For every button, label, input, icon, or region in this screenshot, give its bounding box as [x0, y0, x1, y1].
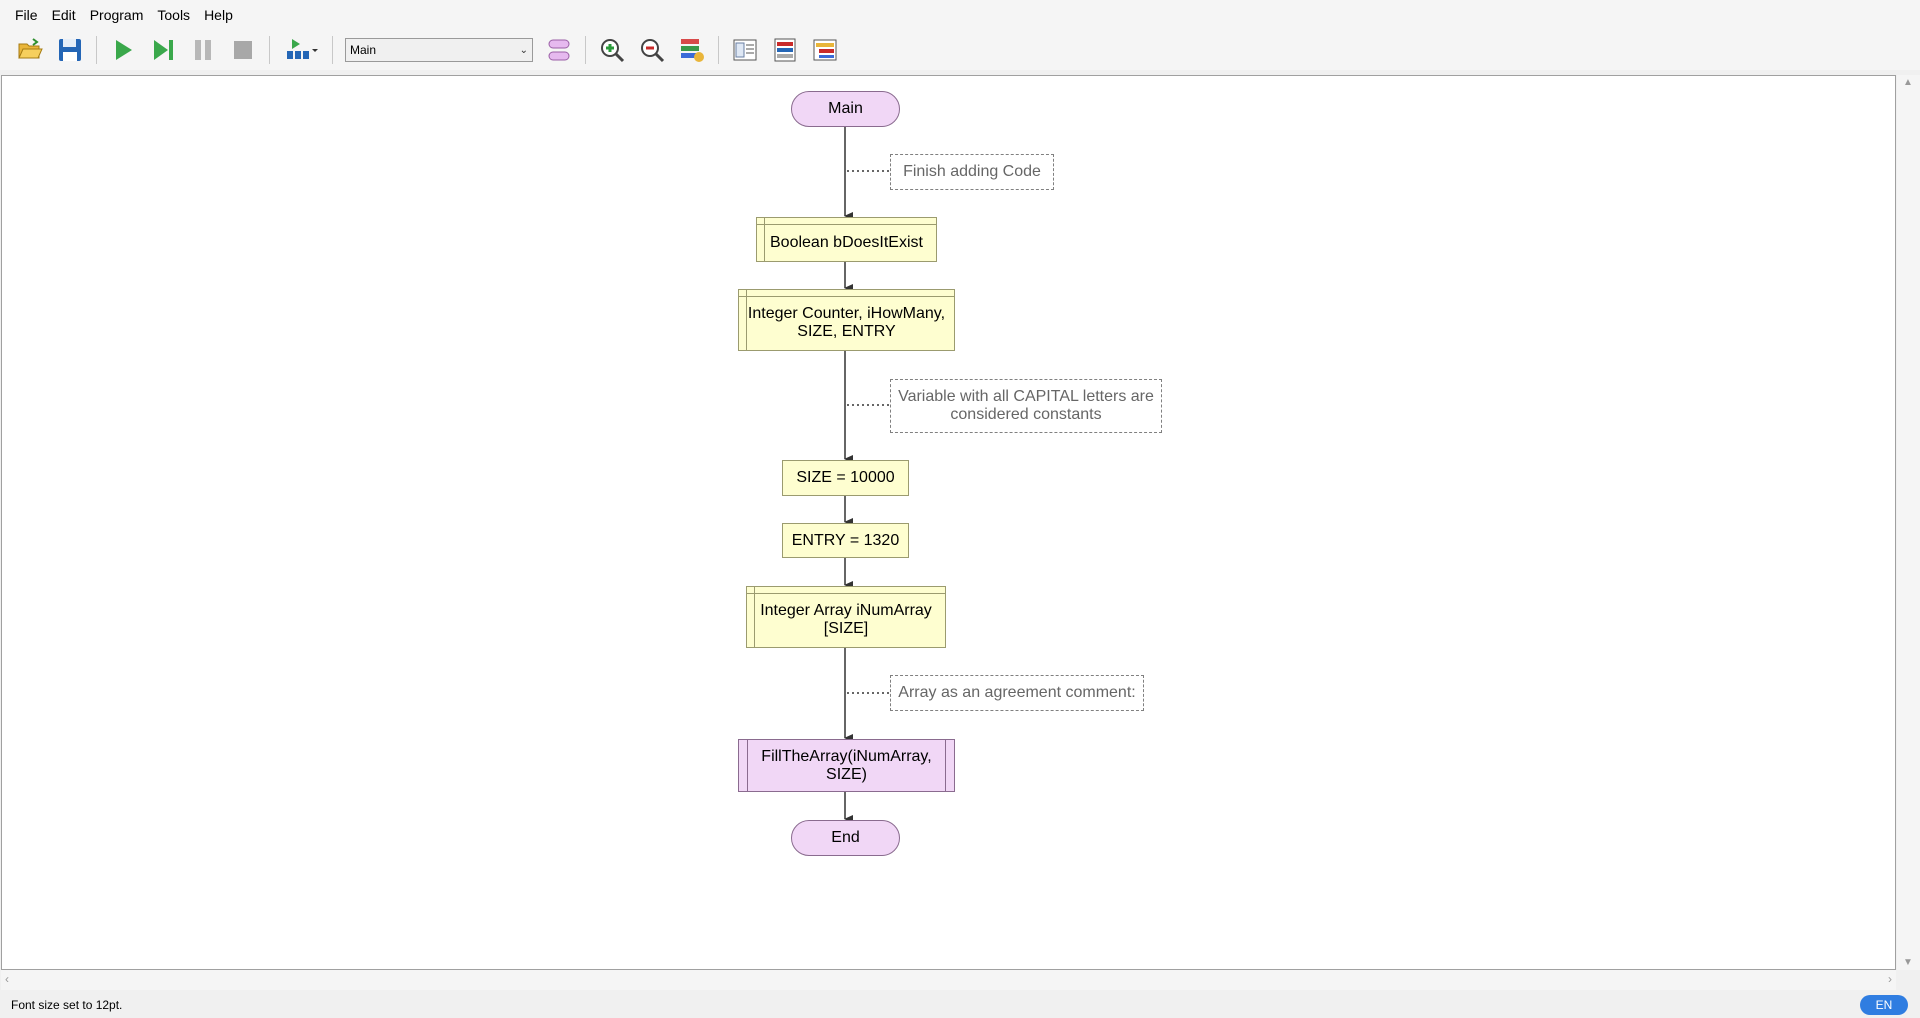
language-badge[interactable]: EN	[1860, 995, 1908, 1015]
declare-integers-line2: SIZE, ENTRY	[797, 323, 896, 340]
menu-help[interactable]: Help	[204, 7, 233, 23]
comment-finish-code[interactable]: Finish adding Code	[890, 154, 1054, 190]
status-message: Font size set to 12pt.	[11, 998, 123, 1012]
toolbar-separator	[718, 36, 719, 64]
view-flowchart-icon[interactable]	[728, 33, 762, 67]
vertical-scrollbar[interactable]: ▲ ▼	[1897, 75, 1920, 970]
zoom-in-icon[interactable]	[595, 33, 629, 67]
pause-icon[interactable]	[186, 33, 220, 67]
declare-array-line1: Integer Array iNumArray	[760, 602, 932, 619]
flowchart-connectors	[844, 127, 890, 823]
declare-boolean[interactable]: Boolean bDoesItExist	[756, 217, 937, 262]
open-folder-icon[interactable]	[13, 33, 47, 67]
view-code-icon[interactable]	[768, 33, 802, 67]
declare-integers-text: Integer Counter, iHowMany, SIZE, ENTRY	[748, 299, 945, 341]
function-select[interactable]: Main ⌄	[345, 38, 533, 62]
scroll-left-icon[interactable]: ‹	[5, 972, 9, 986]
toolbar-separator	[332, 36, 333, 64]
chevron-down-icon: ⌄	[519, 44, 528, 56]
scroll-right-icon[interactable]: ›	[1888, 972, 1892, 986]
declare-array-text: Integer Array iNumArray [SIZE]	[760, 596, 932, 638]
functions-icon[interactable]	[542, 33, 576, 67]
comment-constants-text: Variable with all CAPITAL letters are co…	[898, 388, 1154, 424]
menu-program[interactable]: Program	[89, 7, 144, 23]
assign-size[interactable]: SIZE = 10000	[782, 460, 909, 496]
toolbar-separator	[585, 36, 586, 64]
view-variables-icon[interactable]	[808, 33, 842, 67]
assign-entry[interactable]: ENTRY = 1320	[782, 523, 909, 558]
toolbar: Main ⌄	[0, 30, 1920, 70]
menu-edit[interactable]: Edit	[51, 7, 76, 23]
scroll-up-icon[interactable]: ▲	[1903, 77, 1913, 88]
menu-bar: File Edit Program Tools Help	[0, 0, 1920, 30]
declare-integers-line1: Integer Counter, iHowMany,	[747, 305, 946, 322]
declare-integers[interactable]: Integer Counter, iHowMany, SIZE, ENTRY	[738, 289, 955, 351]
function-select-value: Main	[350, 43, 377, 57]
comment-array-text: Array as an agreement comment:	[898, 684, 1136, 701]
menu-tools[interactable]: Tools	[157, 7, 191, 23]
call-fill-array[interactable]: FillTheArray(iNumArray, SIZE)	[738, 739, 955, 792]
declare-boolean-text: Boolean bDoesItExist	[770, 233, 923, 251]
run-icon[interactable]	[106, 33, 140, 67]
status-bar: Font size set to 12pt. EN	[0, 992, 1920, 1018]
layout-settings-icon[interactable]	[675, 33, 709, 67]
flowchart-canvas[interactable]: Main Finish adding Code Boolean bDoesItE…	[1, 75, 1896, 970]
scroll-down-icon[interactable]: ▼	[1903, 957, 1913, 968]
assign-entry-text: ENTRY = 1320	[791, 531, 900, 549]
call-fill-array-text: FillTheArray(iNumArray, SIZE)	[761, 748, 931, 784]
call-fill-array-line1: FillTheArray(iNumArray,	[761, 747, 932, 765]
zoom-out-icon[interactable]	[635, 33, 669, 67]
comment-constants-line1: Variable with all CAPITAL letters are	[898, 388, 1154, 405]
comment-finish-code-text: Finish adding Code	[903, 163, 1041, 180]
terminal-start[interactable]: Main	[791, 91, 900, 127]
terminal-start-label: Main	[828, 100, 863, 117]
comment-constants[interactable]: Variable with all CAPITAL letters are co…	[890, 379, 1162, 433]
save-icon[interactable]	[53, 33, 87, 67]
menu-file[interactable]: File	[15, 7, 38, 23]
comment-constants-line2: considered constants	[950, 406, 1102, 423]
stop-icon[interactable]	[226, 33, 260, 67]
assign-size-text: SIZE = 10000	[796, 469, 895, 486]
horizontal-scrollbar[interactable]: ‹ ›	[1, 970, 1896, 990]
toolbar-separator	[269, 36, 270, 64]
declare-array-line2: [SIZE]	[823, 620, 869, 637]
step-icon[interactable]	[146, 33, 180, 67]
terminal-end[interactable]: End	[791, 820, 900, 856]
comment-array[interactable]: Array as an agreement comment:	[890, 675, 1144, 711]
toolbar-separator	[96, 36, 97, 64]
terminal-end-label: End	[831, 829, 860, 846]
call-fill-array-line2: SIZE)	[826, 765, 867, 783]
declare-array[interactable]: Integer Array iNumArray [SIZE]	[746, 586, 946, 648]
run-mode-dropdown-icon[interactable]	[279, 33, 323, 67]
